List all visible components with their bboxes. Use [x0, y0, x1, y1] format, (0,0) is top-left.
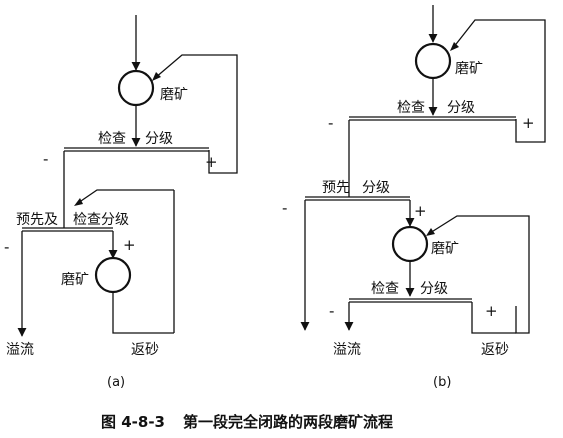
check-classify-label-a: 检查 — [98, 131, 126, 147]
plus-sign-b2: + — [414, 202, 427, 220]
sand-return-label-a: 返砂 — [131, 342, 159, 358]
minus-sign-a2: - — [4, 238, 9, 256]
mill-bottom-a — [94, 256, 132, 294]
plus-sign-a1: + — [205, 153, 218, 171]
overflow-label-b: 溢流 — [333, 342, 361, 358]
mill-top-label-a: 磨矿 — [160, 87, 188, 103]
plus-sign-a2: + — [123, 236, 136, 254]
plus-sign-b3: + — [485, 302, 498, 320]
mill2-return-arrowhead-b — [426, 228, 435, 236]
figure-title: 第一段完全闭路的两段磨矿流程 — [183, 413, 393, 431]
mill-bottom-label-a: 磨矿 — [61, 272, 89, 288]
mill2-return-arrowhead-a — [74, 198, 83, 206]
classify-label-2-b: 分级 — [420, 281, 448, 297]
mill-top-label-b: 磨矿 — [455, 61, 483, 77]
panel-label-b: (b) — [433, 375, 451, 390]
mill-bottom-b — [391, 225, 429, 263]
classify-label-a: 分级 — [145, 131, 173, 147]
minus-sign-b1: - — [328, 114, 333, 132]
minus-sign-a1: - — [43, 150, 48, 168]
sand-return-arrowhead-a — [152, 72, 161, 81]
diagram-a: 磨矿 检查 分级 - + 预先及 检查分级 - + 磨矿 溢流 返砂 (a — [4, 15, 238, 390]
mill-top-a — [117, 69, 155, 107]
pre-label-b: 预先 — [322, 180, 350, 196]
sand-return-loop-b — [452, 19, 546, 143]
pre-check-label-a: 预先及 — [16, 212, 58, 228]
minus-sign-b3: - — [329, 302, 334, 320]
sand-line-b3 — [471, 302, 516, 334]
overflow-label-a: 溢流 — [6, 342, 34, 358]
figure-number: 图 4-8-3 — [101, 413, 165, 431]
sand-return-label-b: 返砂 — [481, 342, 509, 358]
mill2-return-loop-b — [429, 215, 530, 334]
minus-sign-b2: - — [282, 199, 287, 217]
check-classify-2-label-a: 检查分级 — [73, 212, 129, 228]
mill2-discharge-line-a — [112, 292, 174, 334]
sand-return-arrowhead-b — [450, 42, 459, 51]
classify-label-b: 分级 — [447, 100, 475, 116]
figure-caption: 图 4-8-3 第一段完全闭路的两段磨矿流程 — [101, 413, 393, 431]
mill-bottom-label-b: 磨矿 — [431, 241, 459, 257]
diagram-b: 磨矿 检查 分级 - + 预先 分级 - + 磨矿 检查 分级 — [282, 5, 546, 390]
plus-sign-b1: + — [522, 114, 535, 132]
sand-return-loop-a — [154, 54, 238, 174]
panel-label-a: (a) — [107, 375, 125, 390]
check-label-2-b: 检查 — [371, 281, 399, 297]
pre-classify-label-b: 分级 — [362, 180, 390, 196]
check-label-b: 检查 — [397, 100, 425, 116]
mill-top-b — [414, 42, 452, 80]
mill2-return-line-a — [77, 189, 174, 204]
